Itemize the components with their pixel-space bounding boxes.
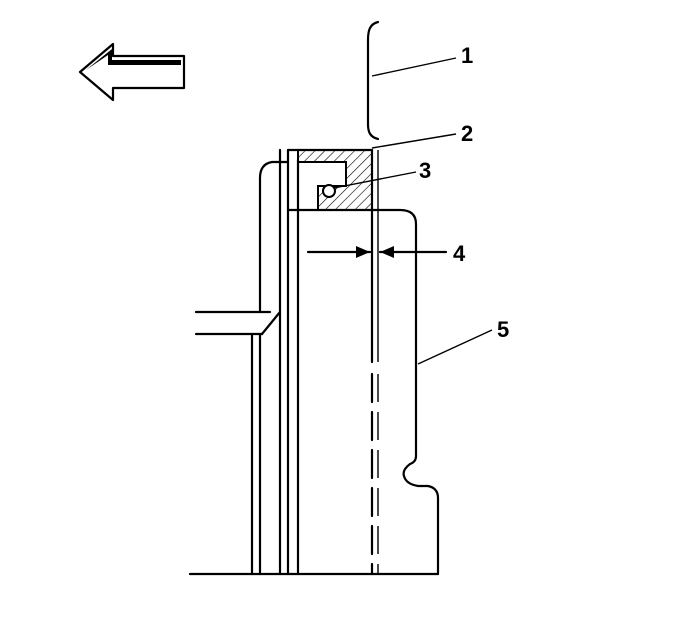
callout-4: 4 <box>453 241 466 266</box>
seal-section <box>297 149 373 211</box>
leader-lines <box>333 57 493 365</box>
arrow-left-icon <box>78 42 186 102</box>
callout-2: 2 <box>461 121 473 146</box>
callout-3: 3 <box>419 158 431 183</box>
garter-spring-icon <box>322 184 336 198</box>
brace-bracket <box>366 20 380 141</box>
centerline <box>370 148 379 576</box>
dimension-4 <box>306 246 448 258</box>
housing <box>194 160 290 576</box>
callout-1: 1 <box>461 43 473 68</box>
callout-5: 5 <box>497 317 509 342</box>
shaft <box>278 148 374 576</box>
component-5-housing <box>188 208 440 576</box>
